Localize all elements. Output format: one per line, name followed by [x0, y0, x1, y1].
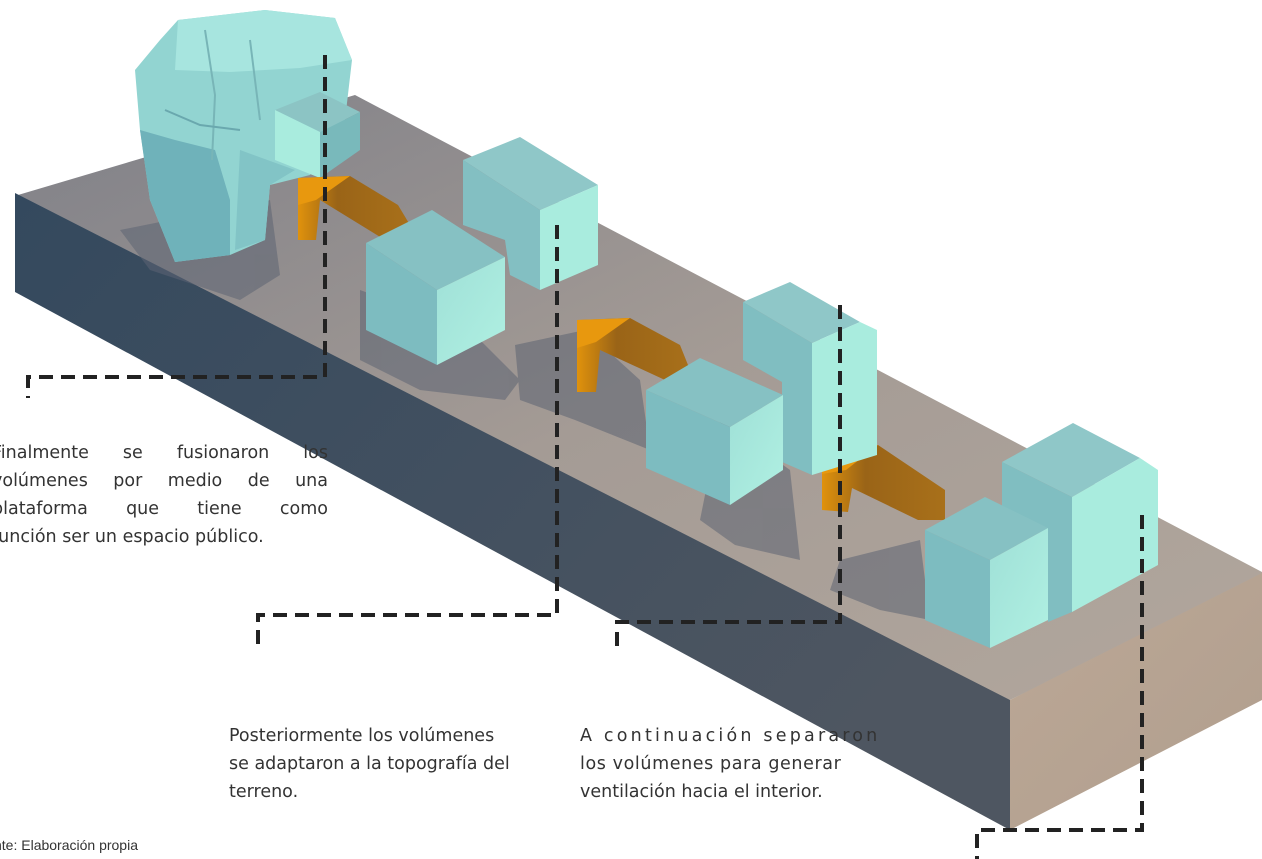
leader-line-topography [256, 225, 559, 648]
annotation-line: Finalmente se fusionaron los [0, 443, 328, 463]
volume-box [366, 210, 505, 365]
annotation-line: Posteriormente los volúmenes [229, 726, 495, 746]
leader-lines [26, 55, 1144, 859]
leader-line-fusion [26, 55, 327, 398]
orange-ventilation-arrow [577, 318, 690, 392]
volume-box [463, 137, 598, 290]
annotation-topography: Posteriormente los volúmenes se adaptaro… [229, 722, 569, 806]
volume-box [1002, 423, 1158, 622]
source-caption: nte: Elaboración propia [0, 837, 138, 853]
annotation-separation: A continuación separaron los volúmenes p… [580, 722, 920, 806]
fused-volume-mass [135, 10, 360, 262]
annotation-fusion: Finalmente se fusionaron los volúmenes p… [0, 439, 328, 551]
annotation-line: A continuación separaron [580, 726, 881, 746]
annotation-line: función ser un espacio público. [0, 527, 264, 547]
volume-box [743, 282, 877, 475]
volume-box [925, 497, 1048, 648]
leader-line-platform [975, 515, 1144, 859]
annotation-line: terreno. [229, 782, 299, 802]
annotation-line: ventilación hacia el interior. [580, 782, 823, 802]
annotation-line: se adaptaron a la topografía del [229, 754, 510, 774]
volumes [366, 137, 1158, 648]
volume-box [646, 358, 783, 505]
annotation-line: plataforma que tiene como [0, 499, 328, 519]
leader-line-separation [615, 305, 842, 648]
annotation-line: volúmenes por medio de una [0, 471, 328, 491]
annotation-line: los volúmenes para generar [580, 754, 842, 774]
platform-right-face [1010, 573, 1262, 830]
platform-left-face [15, 193, 1010, 830]
